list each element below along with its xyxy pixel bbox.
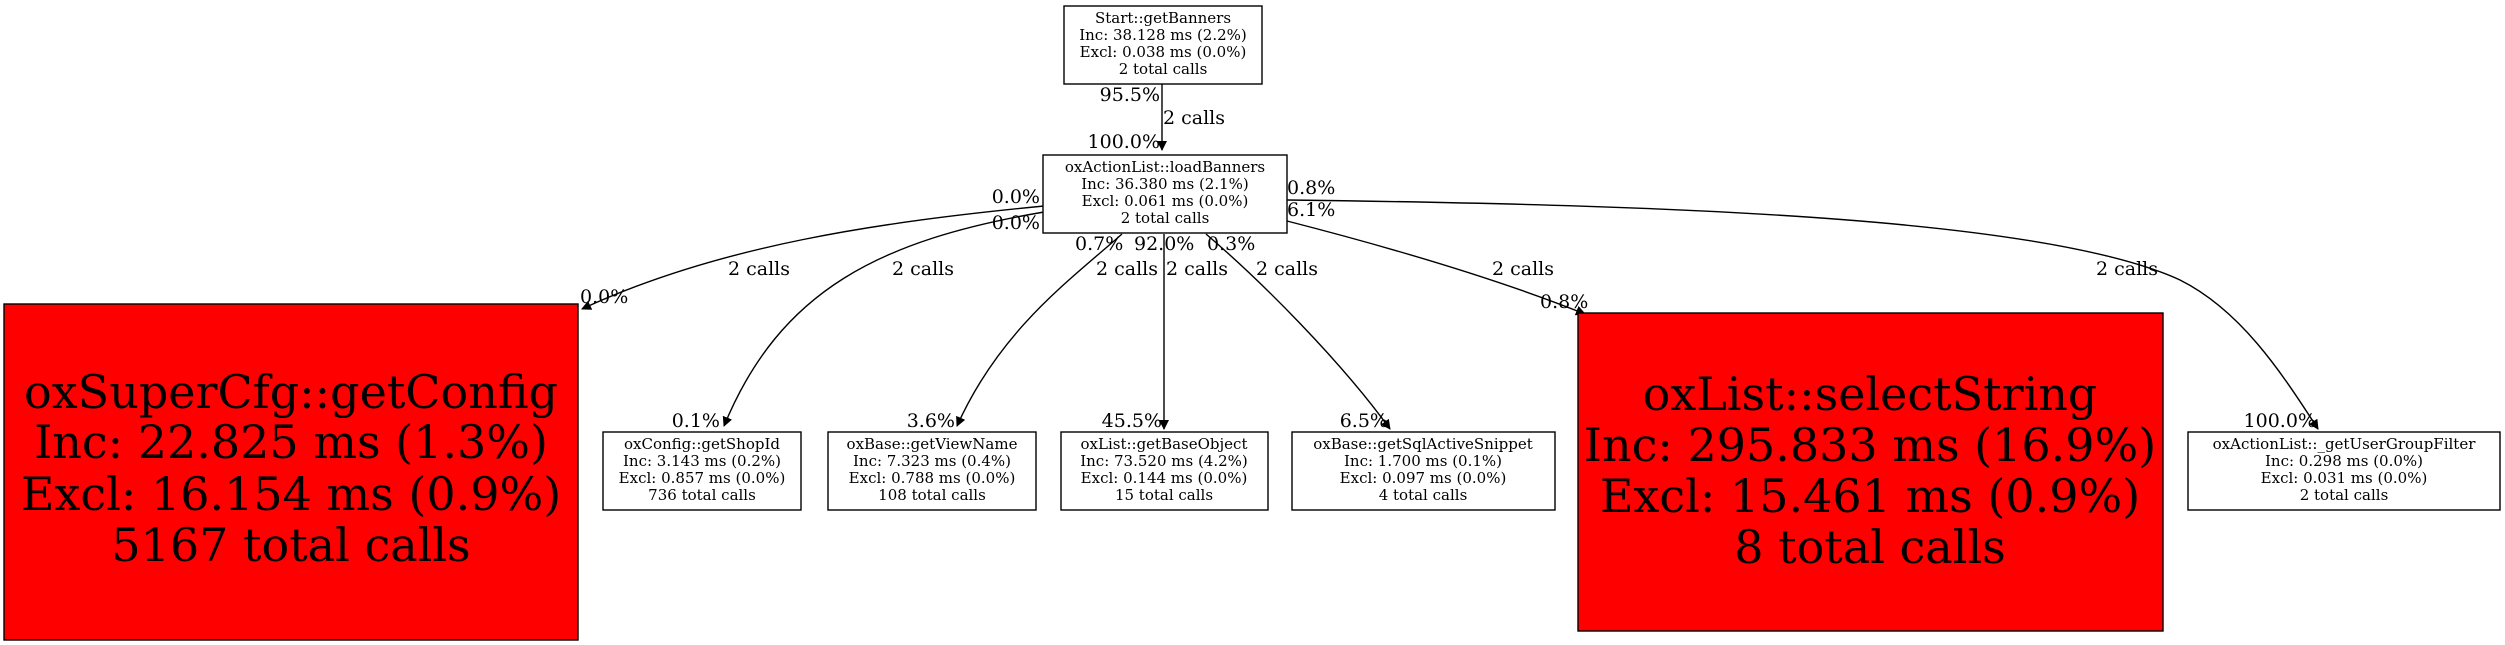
edge-loadbanners-to-getconfig[interactable]: 2 calls 0.0% 0.0% [580, 186, 1045, 310]
edge-calls-label: 2 calls [1163, 107, 1225, 129]
node-inc: Inc: 0.298 ms (0.0%) [2265, 452, 2423, 470]
edge-tail-percent: 0.7% [1075, 233, 1123, 255]
node-calls: 736 total calls [648, 486, 756, 504]
node-box [1042, 154, 1288, 234]
edge-head-percent: 100.0% [1088, 131, 1160, 153]
edge-loadbanners-to-getusergroupfilter[interactable]: 2 calls 0.8% 100.0% [1286, 177, 2319, 432]
node-name: oxBase::getViewName [847, 435, 1018, 453]
node-name: oxBase::getSqlActiveSnippet [1313, 435, 1533, 453]
edge-calls-label: 2 calls [1492, 258, 1554, 280]
node-inc: Inc: 3.143 ms (0.2%) [623, 452, 781, 470]
node-excl: Excl: 0.061 ms (0.0%) [1082, 192, 1249, 210]
node-name: oxSuperCfg::getConfig [24, 365, 558, 419]
edge-line [956, 233, 1123, 427]
node-calls: 4 total calls [1379, 486, 1468, 504]
node-name: oxList::selectString [1643, 367, 2098, 421]
node-calls: 2 total calls [2300, 486, 2389, 504]
node-calls: 2 total calls [1121, 209, 1210, 227]
node-start-getbanners[interactable]: Start::getBanners Inc: 38.128 ms (2.2%) … [1063, 5, 1263, 85]
node-excl: Excl: 0.788 ms (0.0%) [849, 469, 1016, 487]
node-calls: 5167 total calls [111, 518, 470, 572]
edge-calls-label: 2 calls [892, 258, 954, 280]
edge-tail-percent: 95.5% [1100, 84, 1160, 106]
node-calls: 15 total calls [1115, 486, 1213, 504]
node-getusergroupfilter[interactable]: oxActionList::_getUserGroupFilter Inc: 0… [2187, 431, 2501, 511]
node-box [2187, 431, 2501, 511]
node-calls: 108 total calls [878, 486, 986, 504]
edge-calls-label: 2 calls [1256, 258, 1318, 280]
node-inc: Inc: 7.323 ms (0.4%) [853, 452, 1011, 470]
node-getshopid[interactable]: oxConfig::getShopId Inc: 3.143 ms (0.2%)… [602, 431, 802, 511]
node-name: oxConfig::getShopId [624, 435, 780, 453]
edge-loadbanners-to-getsqlactivesnippet[interactable]: 2 calls 0.3% 6.5% [1205, 233, 1391, 432]
edge-head-percent: 45.5% [1102, 410, 1162, 432]
edge-tail-percent: 0.0% [992, 186, 1040, 208]
edge-head-percent: 0.1% [672, 410, 720, 432]
edge-tail-percent: 6.1% [1287, 199, 1335, 221]
node-inc: Inc: 73.520 ms (4.2%) [1080, 452, 1248, 470]
node-getviewname[interactable]: oxBase::getViewName Inc: 7.323 ms (0.4%)… [827, 431, 1037, 511]
node-name: Start::getBanners [1095, 9, 1231, 27]
node-name: oxList::getBaseObject [1081, 435, 1248, 453]
edge-loadbanners-to-getshopid[interactable]: 2 calls 0.0% 0.1% [672, 211, 1045, 432]
edge-head-percent: 6.5% [1340, 410, 1388, 432]
node-inc: Inc: 295.833 ms (16.9%) [1584, 418, 2156, 472]
node-inc: Inc: 38.128 ms (2.2%) [1079, 26, 1247, 44]
edge-start-to-loadbanners[interactable]: 2 calls 95.5% 100.0% [1088, 84, 1225, 153]
node-box [827, 431, 1037, 511]
node-getconfig[interactable]: oxSuperCfg::getConfig Inc: 22.825 ms (1.… [3, 303, 579, 641]
edge-loadbanners-to-selectstring[interactable]: 2 calls 6.1% 0.8% [1286, 199, 1588, 316]
node-excl: Excl: 15.461 ms (0.9%) [1600, 469, 2140, 523]
node-getsqlactivesnippet[interactable]: oxBase::getSqlActiveSnippet Inc: 1.700 m… [1291, 431, 1556, 511]
edge-line [581, 205, 1045, 310]
node-excl: Excl: 0.857 ms (0.0%) [619, 469, 786, 487]
node-box [602, 431, 802, 511]
node-inc: Inc: 1.700 ms (0.1%) [1344, 452, 1502, 470]
edge-calls-label: 2 calls [1166, 258, 1228, 280]
edge-calls-label: 2 calls [728, 258, 790, 280]
edge-tail-percent: 0.8% [1287, 177, 1335, 199]
edge-line [1205, 233, 1391, 430]
edge-calls-label: 2 calls [1096, 258, 1158, 280]
edge-line [722, 211, 1045, 427]
node-selectstring[interactable]: oxList::selectString Inc: 295.833 ms (16… [1577, 312, 2164, 632]
edge-tail-percent: 92.0% [1134, 233, 1194, 255]
node-inc: Inc: 22.825 ms (1.3%) [34, 415, 548, 469]
edge-line [1286, 199, 2319, 430]
node-name: oxActionList::loadBanners [1065, 158, 1265, 176]
node-getbaseobject[interactable]: oxList::getBaseObject Inc: 73.520 ms (4.… [1060, 431, 1269, 511]
edge-head-percent: 100.0% [2244, 410, 2316, 432]
edge-tail-percent: 0.0% [992, 212, 1040, 234]
node-excl: Excl: 0.097 ms (0.0%) [1340, 469, 1507, 487]
node-name: oxActionList::_getUserGroupFilter [2213, 435, 2477, 453]
node-excl: Excl: 0.038 ms (0.0%) [1080, 43, 1247, 61]
node-box [1060, 431, 1269, 511]
node-calls: 2 total calls [1119, 60, 1208, 78]
node-excl: Excl: 0.031 ms (0.0%) [2261, 469, 2428, 487]
node-excl: Excl: 0.144 ms (0.0%) [1081, 469, 1248, 487]
edge-head-percent: 3.6% [907, 410, 955, 432]
node-box [1577, 312, 2164, 632]
node-excl: Excl: 16.154 ms (0.9%) [21, 467, 561, 521]
node-box [3, 303, 579, 641]
edge-tail-percent: 0.3% [1207, 233, 1255, 255]
edge-line [1286, 220, 1586, 316]
edge-head-percent: 0.0% [580, 286, 628, 308]
node-loadbanners[interactable]: oxActionList::loadBanners Inc: 36.380 ms… [1042, 154, 1288, 234]
node-box [1291, 431, 1556, 511]
node-inc: Inc: 36.380 ms (2.1%) [1081, 175, 1249, 193]
node-calls: 8 total calls [1734, 520, 2006, 574]
edge-head-percent: 0.8% [1540, 291, 1588, 313]
edge-loadbanners-to-getviewname[interactable]: 2 calls 0.7% 3.6% [907, 233, 1158, 432]
node-box [1063, 5, 1263, 85]
edge-calls-label: 2 calls [2096, 258, 2158, 280]
edge-loadbanners-to-getbaseobject[interactable]: 2 calls 92.0% 45.5% [1102, 233, 1228, 432]
